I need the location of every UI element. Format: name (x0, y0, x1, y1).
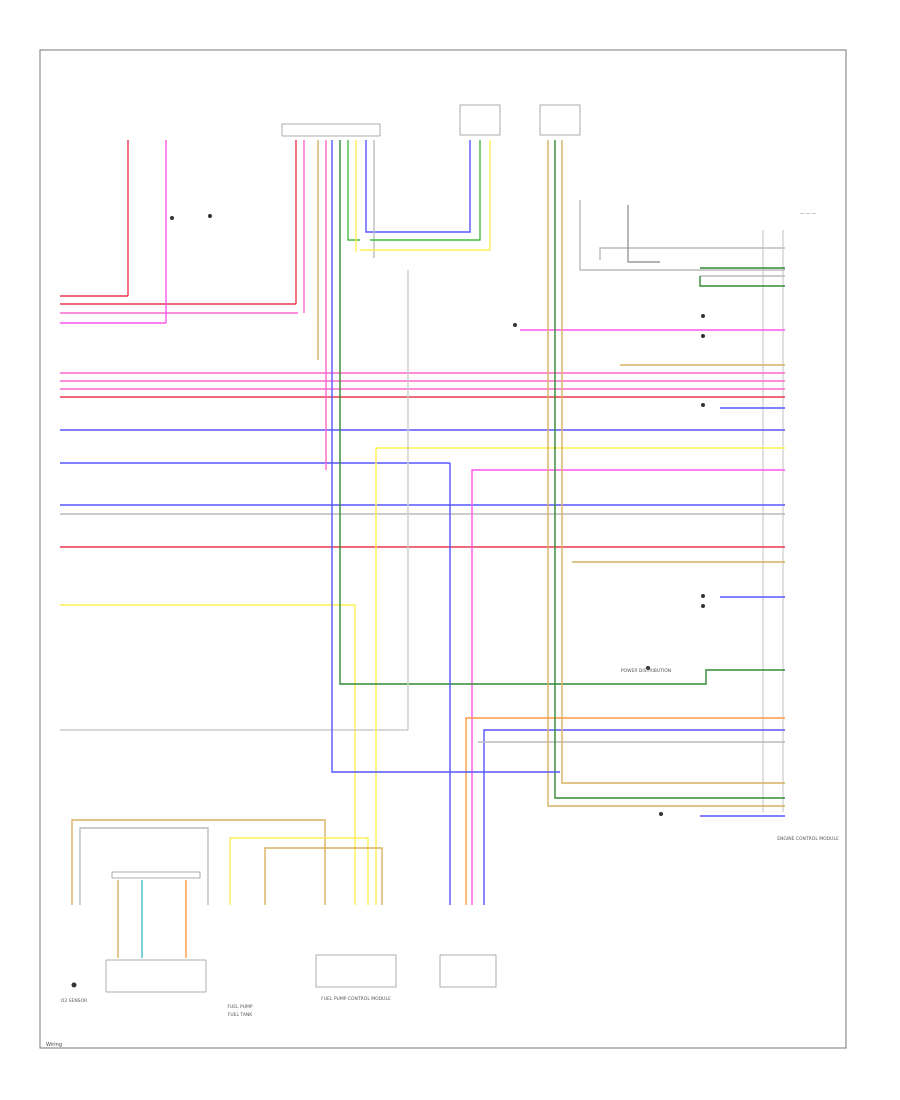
wire-tan-o2 (71, 819, 326, 905)
wire-yellow-2 (375, 447, 785, 905)
wire-green-top (347, 140, 360, 241)
svg-text:— — —: — — — (800, 212, 817, 217)
wire-gray-mod (627, 205, 660, 263)
wire-tan-3 (561, 140, 785, 784)
wire-yellow-sensor (360, 140, 491, 251)
wire-blue-6 (483, 729, 785, 905)
wire-tan-pump (264, 847, 383, 905)
vertical-wires (127, 140, 785, 905)
bottom-wires (71, 819, 383, 958)
label-power-distribution: POWER DISTRIBUTION (621, 668, 671, 674)
ecm-connector: — — — (762, 212, 817, 812)
wire-violet-2 (471, 469, 785, 905)
wire-gray-o2 (79, 827, 209, 905)
label-fuel-pump: FUEL PUMP (227, 1004, 253, 1010)
diagram-frame (39, 49, 847, 1049)
footer-label: Wiring (46, 1042, 62, 1048)
wire-yellow-1 (60, 604, 356, 905)
wire-darkgreen-4 (699, 276, 785, 287)
wire-green-sensor (370, 140, 481, 241)
label-o2-sensor: O2 SENSOR (61, 998, 87, 1004)
wire-gray-4 (599, 247, 785, 260)
wire-blue-main (331, 140, 560, 773)
wire-tan-4 (547, 140, 785, 807)
label-fuel-tank: FUEL TANK (228, 1012, 254, 1018)
wire-yellow-pump (229, 837, 369, 905)
wire-blue-top (365, 140, 471, 233)
ground-icons (71, 214, 705, 988)
label-fuel-pump-cm: FUEL PUMP CONTROL MODULE (321, 996, 391, 1002)
horizontal-wires (60, 140, 785, 905)
wire-darkgreen-2 (554, 140, 785, 799)
wire-darkgreen-1 (339, 140, 785, 685)
connector-blocks (105, 104, 581, 993)
wire-gray-right (579, 200, 785, 271)
wire-orange-1 (465, 717, 785, 905)
label-ecm: ENGINE CONTROL MODULE (777, 836, 839, 842)
